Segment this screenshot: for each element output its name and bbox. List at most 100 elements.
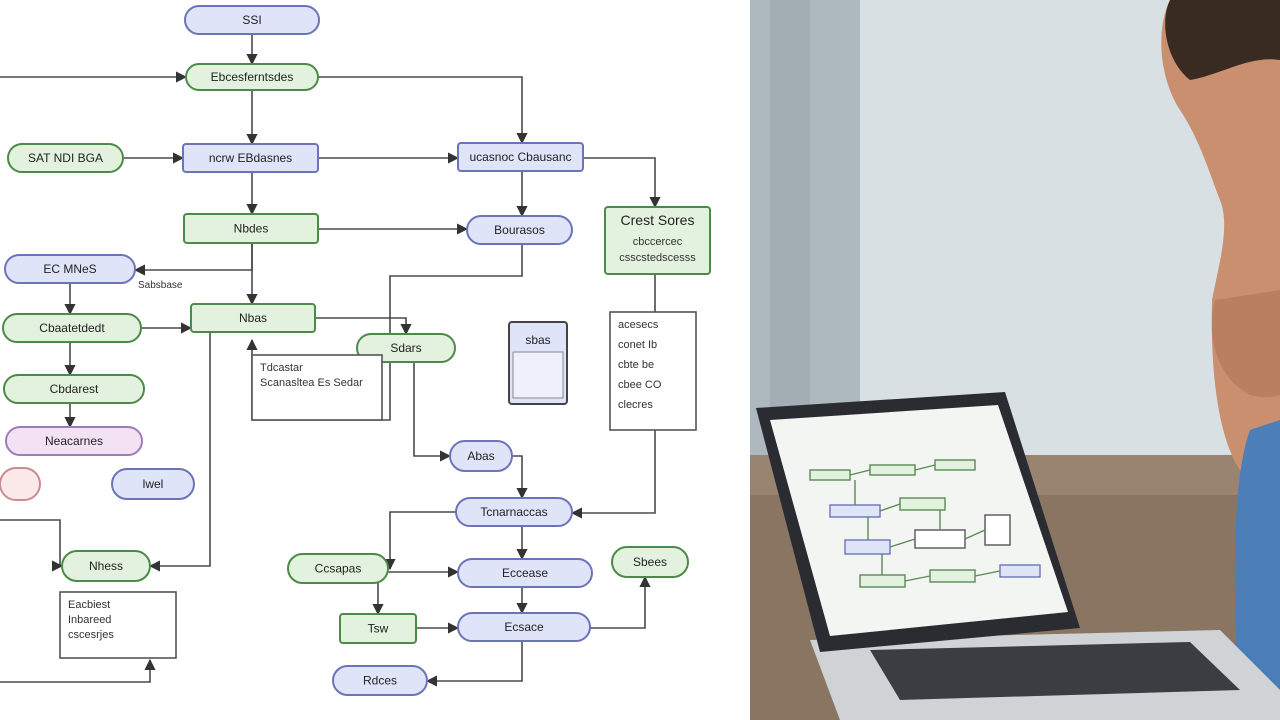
flow-node-shape xyxy=(332,665,428,696)
flow-connector-7 xyxy=(583,157,661,209)
flow-note-line: acesecs xyxy=(618,319,659,331)
flow-node-left4: Cbdarest xyxy=(3,374,145,404)
flow-connector-30 xyxy=(590,575,651,629)
flow-node-label: Sdars xyxy=(390,341,421,355)
flow-node-label: Cbdarest xyxy=(50,382,99,396)
flow-node-shape xyxy=(111,468,195,500)
flow-node-shape xyxy=(457,558,593,588)
flow-node-label: Cbaatetdedt xyxy=(39,321,105,335)
flow-node-label: Nbdes xyxy=(234,222,269,236)
flow-node-sbees: Sbees xyxy=(611,546,689,578)
flow-node-shape xyxy=(5,426,143,456)
flow-connector-24 xyxy=(148,332,211,572)
person-shirt xyxy=(1234,420,1280,720)
flow-note-line: clecres xyxy=(618,399,653,411)
flow-node-rdces: Rdces xyxy=(332,665,428,696)
flow-node-top: Ebcesferntsdes xyxy=(185,63,319,91)
flow-node-label: EC MNeS xyxy=(43,262,96,276)
flow-node-shape xyxy=(455,497,573,527)
flow-node-left6 xyxy=(0,467,41,501)
flow-connector-20 xyxy=(512,455,528,500)
flow-node-label: Ecsace xyxy=(504,620,544,634)
flow-node-label: SAT NDI BGA xyxy=(28,151,103,165)
flow-node-nbas: Nbas xyxy=(190,303,316,333)
flow-node-label: Crest Sores xyxy=(621,212,695,228)
flow-node-right1: ucasnoc Cbausanc xyxy=(457,142,584,172)
flow-node-nhes: Nhess xyxy=(61,550,151,582)
flow-node-shape xyxy=(339,613,417,644)
flow-node-left2: EC MNeS xyxy=(4,254,136,284)
flow-node-shape xyxy=(287,553,389,584)
flow-node-shape xyxy=(457,612,591,642)
flow-node-label: Nhess xyxy=(89,559,123,573)
flow-node-label: ncrw EBdasnes xyxy=(209,151,292,165)
flow-note-line: Eacbiest xyxy=(68,599,110,611)
flow-connector-31 xyxy=(425,641,523,687)
flow-node-mid2: Nbdes xyxy=(183,213,319,244)
laptop-keyboard xyxy=(870,642,1240,700)
flow-node-shape xyxy=(3,374,145,404)
flow-node-left1: SAT NDI BGA xyxy=(7,143,124,173)
flow-node-label: Ccsapas xyxy=(315,562,362,576)
flow-node-shape xyxy=(184,5,320,35)
flow-node-label: Tcnarnaccas xyxy=(480,505,547,519)
flow-connector-19 xyxy=(413,362,452,462)
flow-note-line: Tdcastar xyxy=(260,362,303,374)
flow-node-shape xyxy=(0,467,41,501)
flow-note-line: Inbareed xyxy=(68,614,111,626)
flow-node-label: SSI xyxy=(242,13,261,27)
flow-node-ecsace: Ecsace xyxy=(457,612,591,642)
flow-note-line: cbee CO xyxy=(618,379,662,391)
flow-node-shape xyxy=(182,143,319,173)
flow-node-left3: Cbaatetdedt xyxy=(2,313,142,343)
flow-node-label: Abas xyxy=(467,449,494,463)
laptop-screen xyxy=(770,405,1068,636)
small-box-inner-panel xyxy=(512,351,564,399)
flow-node-small-box: sbas xyxy=(508,321,568,405)
flow-node-shape xyxy=(61,550,151,582)
flow-note-line: Sabsbase xyxy=(138,280,183,291)
flow-node-sublabel: cbccercec xyxy=(633,236,683,248)
flow-note-box xyxy=(59,591,177,659)
laptop-screen-flowchart xyxy=(809,459,1041,588)
flow-node-mid-bottom: Tcnarnaccas xyxy=(455,497,573,527)
flow-node-label: Eccease xyxy=(502,566,548,580)
flow-connector-23 xyxy=(384,511,456,571)
flow-node-shape xyxy=(466,215,573,245)
flow-node-label: Nbas xyxy=(239,311,267,325)
flow-node-label: lwel xyxy=(143,477,164,491)
flow-node-shape xyxy=(2,313,142,343)
flow-connector-25 xyxy=(0,519,64,572)
flow-connector-18 xyxy=(315,317,412,336)
flow-node-right2: Bourasos xyxy=(466,215,573,245)
flow-note-right: acesecs conet Ib cbte be cbee CO clecres xyxy=(609,311,697,431)
flow-node-shape xyxy=(4,254,136,284)
flow-node-tsw: Tsw xyxy=(339,613,417,644)
flow-node-label: Rdces xyxy=(363,674,397,688)
flow-node-shape xyxy=(611,546,689,578)
flow-node-label: Bourasos xyxy=(494,223,545,237)
flow-node-mid1: ncrw EBdasnes xyxy=(182,143,319,173)
flow-node-shape xyxy=(190,303,316,333)
flow-connector-32 xyxy=(0,658,156,683)
flow-node-shape xyxy=(7,143,124,173)
flow-note-line: cbte be xyxy=(618,359,654,371)
flow-node-label: Neacarnes xyxy=(45,434,103,448)
flow-node-shape xyxy=(183,213,319,244)
person-with-laptop-photo xyxy=(750,0,1280,720)
flow-note-box xyxy=(609,311,697,431)
flow-connector-11 xyxy=(133,243,253,276)
flow-node-ssi: SSI xyxy=(184,5,320,35)
flow-note-line: Scanasltea Es Sedar xyxy=(260,377,363,389)
flow-node-label: sbas xyxy=(525,333,550,347)
flow-node-label: Tsw xyxy=(368,622,389,636)
flow-note-line: conet Ib xyxy=(618,339,657,351)
flow-node-sublabel: csscstedscesss xyxy=(619,252,696,264)
flow-node-shape xyxy=(185,63,319,91)
flow-node-abas: Abas xyxy=(449,440,513,472)
